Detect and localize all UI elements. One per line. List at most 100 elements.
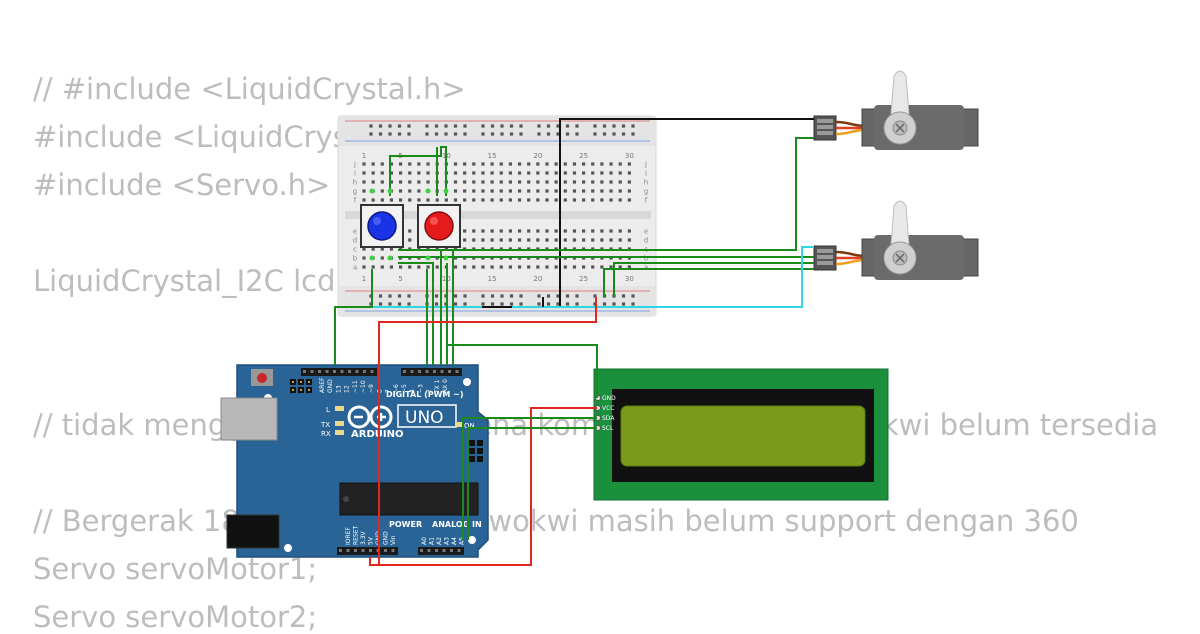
breadboard-hole[interactable]	[509, 294, 514, 298]
servo-motor-1[interactable]	[813, 70, 979, 150]
breadboard-hole[interactable]	[399, 162, 403, 166]
breadboard-hole[interactable]	[563, 162, 567, 166]
breadboard-hole[interactable]	[582, 265, 586, 269]
breadboard-hole[interactable]	[554, 162, 558, 166]
breadboard-hole[interactable]	[426, 198, 430, 202]
header-pin[interactable]	[457, 549, 461, 552]
breadboard-hole[interactable]	[499, 229, 503, 233]
header-pin[interactable]	[318, 370, 321, 373]
breadboard-hole[interactable]	[565, 294, 570, 298]
breadboard-hole[interactable]	[563, 238, 567, 242]
breadboard-hole[interactable]	[618, 198, 622, 202]
breadboard-hole[interactable]	[408, 162, 412, 166]
breadboard-hole[interactable]	[481, 180, 485, 184]
breadboard-hole[interactable]	[399, 265, 403, 269]
breadboard-hole[interactable]	[472, 162, 476, 166]
breadboard-hole[interactable]	[453, 265, 458, 269]
breadboard-hole[interactable]	[444, 132, 448, 136]
breadboard-hole[interactable]	[389, 198, 394, 202]
breadboard-hole[interactable]	[508, 162, 512, 166]
breadboard-hole[interactable]	[380, 171, 384, 175]
breadboard-hole[interactable]	[500, 294, 504, 298]
breadboard-hole[interactable]	[575, 294, 579, 298]
breadboard-hole[interactable]	[612, 124, 616, 128]
breadboard-hole[interactable]	[582, 180, 586, 184]
breadboard-hole[interactable]	[453, 294, 458, 298]
breadboard-hole[interactable]	[463, 198, 467, 202]
breadboard-hole[interactable]	[508, 238, 512, 242]
breadboard-hole[interactable]	[572, 162, 577, 166]
breadboard-hole[interactable]	[453, 171, 458, 175]
breadboard-hole[interactable]	[602, 132, 607, 136]
breadboard-hole[interactable]	[527, 198, 531, 202]
breadboard-hole[interactable]	[378, 294, 383, 298]
breadboard-hole[interactable]	[563, 189, 567, 193]
breadboard-hole[interactable]	[509, 124, 514, 128]
breadboard-hole[interactable]	[389, 265, 394, 269]
breadboard-hole[interactable]	[545, 229, 549, 233]
breadboard-hole[interactable]	[575, 132, 579, 136]
breadboard-hole[interactable]	[593, 124, 597, 128]
breadboard-hole[interactable]	[499, 238, 503, 242]
breadboard-hole[interactable]	[554, 238, 558, 242]
breadboard-hole[interactable]	[527, 180, 531, 184]
breadboard-hole[interactable]	[563, 265, 567, 269]
breadboard-hole[interactable]	[621, 132, 626, 136]
breadboard-hole[interactable]	[490, 265, 494, 269]
breadboard-hole[interactable]	[490, 171, 494, 175]
breadboard-hole[interactable]	[399, 189, 403, 193]
breadboard-hole[interactable]	[536, 238, 540, 242]
breadboard-hole[interactable]	[472, 238, 476, 242]
breadboard-hole[interactable]	[563, 198, 567, 202]
breadboard-hole[interactable]	[362, 247, 366, 251]
breadboard-hole[interactable]	[554, 171, 558, 175]
breadboard-hole[interactable]	[621, 294, 626, 298]
breadboard-hole[interactable]	[481, 189, 485, 193]
breadboard-hole[interactable]	[362, 265, 366, 269]
breadboard-hole[interactable]	[591, 198, 595, 202]
breadboard-hole[interactable]	[362, 171, 366, 175]
breadboard-hole[interactable]	[408, 265, 412, 269]
breadboard-hole[interactable]	[463, 302, 467, 306]
breadboard-hole[interactable]	[417, 189, 421, 193]
breadboard-hole[interactable]	[536, 189, 540, 193]
breadboard-hole[interactable]	[582, 162, 586, 166]
breadboard-hole[interactable]	[408, 180, 412, 184]
breadboard-hole[interactable]	[500, 124, 504, 128]
breadboard-hole[interactable]	[434, 294, 439, 298]
breadboard-hole[interactable]	[631, 302, 635, 306]
breadboard-hole[interactable]	[388, 124, 392, 128]
breadboard-hole[interactable]	[463, 229, 467, 233]
breadboard-hole[interactable]	[490, 302, 495, 306]
breadboard-hole[interactable]	[545, 265, 549, 269]
breadboard-hole[interactable]	[517, 238, 522, 242]
breadboard-hole[interactable]	[417, 180, 421, 184]
breadboard-hole[interactable]	[408, 238, 412, 242]
reset-button[interactable]	[257, 373, 267, 383]
breadboard-hole[interactable]	[369, 124, 373, 128]
breadboard-hole[interactable]	[618, 229, 622, 233]
header-pin[interactable]	[348, 370, 351, 373]
header-pin[interactable]	[369, 549, 372, 552]
breadboard-hole[interactable]	[389, 171, 394, 175]
breadboard-hole[interactable]	[572, 171, 577, 175]
breadboard-hole[interactable]	[417, 171, 421, 175]
breadboard-hole[interactable]	[444, 124, 448, 128]
breadboard-hole[interactable]	[481, 171, 485, 175]
breadboard-hole[interactable]	[426, 265, 430, 269]
breadboard-hole[interactable]	[490, 294, 495, 298]
breadboard-hole[interactable]	[508, 171, 512, 175]
breadboard-hole[interactable]	[572, 265, 577, 269]
breadboard-hole[interactable]	[609, 238, 613, 242]
breadboard-hole[interactable]	[527, 189, 531, 193]
breadboard-hole[interactable]	[508, 198, 512, 202]
breadboard-hole[interactable]	[362, 256, 366, 260]
header-pin[interactable]	[425, 370, 429, 373]
breadboard-hole[interactable]	[627, 180, 631, 184]
header-pin[interactable]	[333, 370, 336, 373]
breadboard-hole[interactable]	[517, 162, 522, 166]
breadboard-hole[interactable]	[380, 256, 384, 260]
breadboard-hole[interactable]	[545, 189, 549, 193]
breadboard-hole[interactable]	[556, 124, 560, 128]
